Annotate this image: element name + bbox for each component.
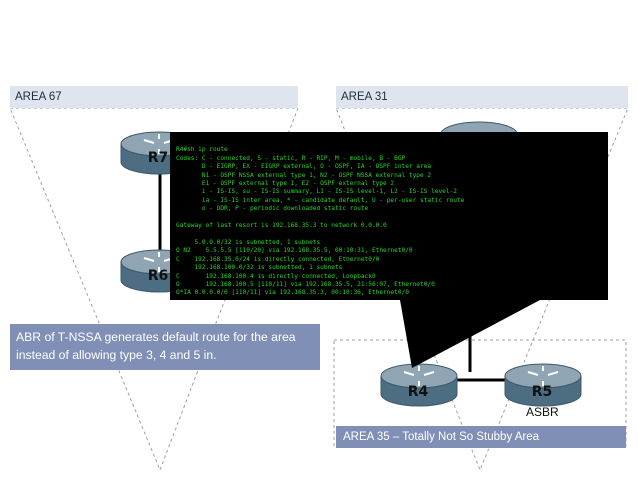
router-r4[interactable]: R4 [378, 360, 460, 410]
area35-boundary [333, 339, 627, 447]
asbr-label: ASBR [526, 405, 559, 419]
area31-label: AREA 31 [336, 86, 628, 108]
abr-callout: ABR of T-NSSA generates default route fo… [10, 324, 320, 370]
router-icon [504, 363, 582, 407]
terminal-line: ia - IS-IS inter area, * - candidate def… [176, 196, 465, 204]
terminal-line: 5.0.0.0/32 is subnetted, 1 subnets [176, 238, 321, 246]
router-r5[interactable]: R5 [502, 360, 584, 410]
terminal-line: Codes: C - connected, S - static, R - RI… [176, 154, 406, 162]
terminal-line: Gateway of last resort is 192.168.35.3 t… [176, 222, 387, 230]
terminal-line: O N2 5.5.5.5 [110/20] via 192.168.35.5, … [176, 247, 413, 255]
router-label: R6 [147, 268, 169, 284]
terminal-line: C 192.168.35.0/24 is directly connected,… [176, 255, 380, 263]
terminal-line: N1 - OSPF NSSA external type 1, N2 - OSP… [176, 171, 432, 179]
terminal-line: D - EIGRP, EX - EIGRP external, O - OSPF… [176, 163, 432, 171]
area35-label: AREA 35 – Totally Not So Stubby Area [336, 426, 626, 448]
terminal-line: ​ [176, 230, 608, 238]
terminal-line: R4#sh ip route [176, 146, 228, 154]
router-label: R5 [531, 384, 553, 400]
terminal-line: E1 - OSPF external type 1, E2 - OSPF ext… [176, 180, 395, 188]
terminal-line: O*IA 0.0.0.0/0 [110/11] via 192.168.35.3… [176, 289, 409, 297]
area67-label: AREA 67 [10, 86, 298, 108]
terminal-line: C 192.168.100.4 is directly connected, L… [176, 272, 376, 280]
terminal-line: o - ODR, P - periodic downloaded static … [176, 205, 369, 213]
router-label: R7 [147, 150, 169, 166]
router-icon [380, 363, 458, 407]
router-label: R4 [407, 384, 429, 400]
terminal-line: 192.168.100.0/32 is subnetted, 1 subnets [176, 264, 343, 272]
terminal-line: ​ [176, 214, 608, 222]
terminal-line: O 192.168.100.5 [110/11] via 192.168.35.… [176, 280, 435, 288]
terminal-line: i - IS-IS, su - IS-IS summary, L1 - IS-I… [176, 188, 457, 196]
